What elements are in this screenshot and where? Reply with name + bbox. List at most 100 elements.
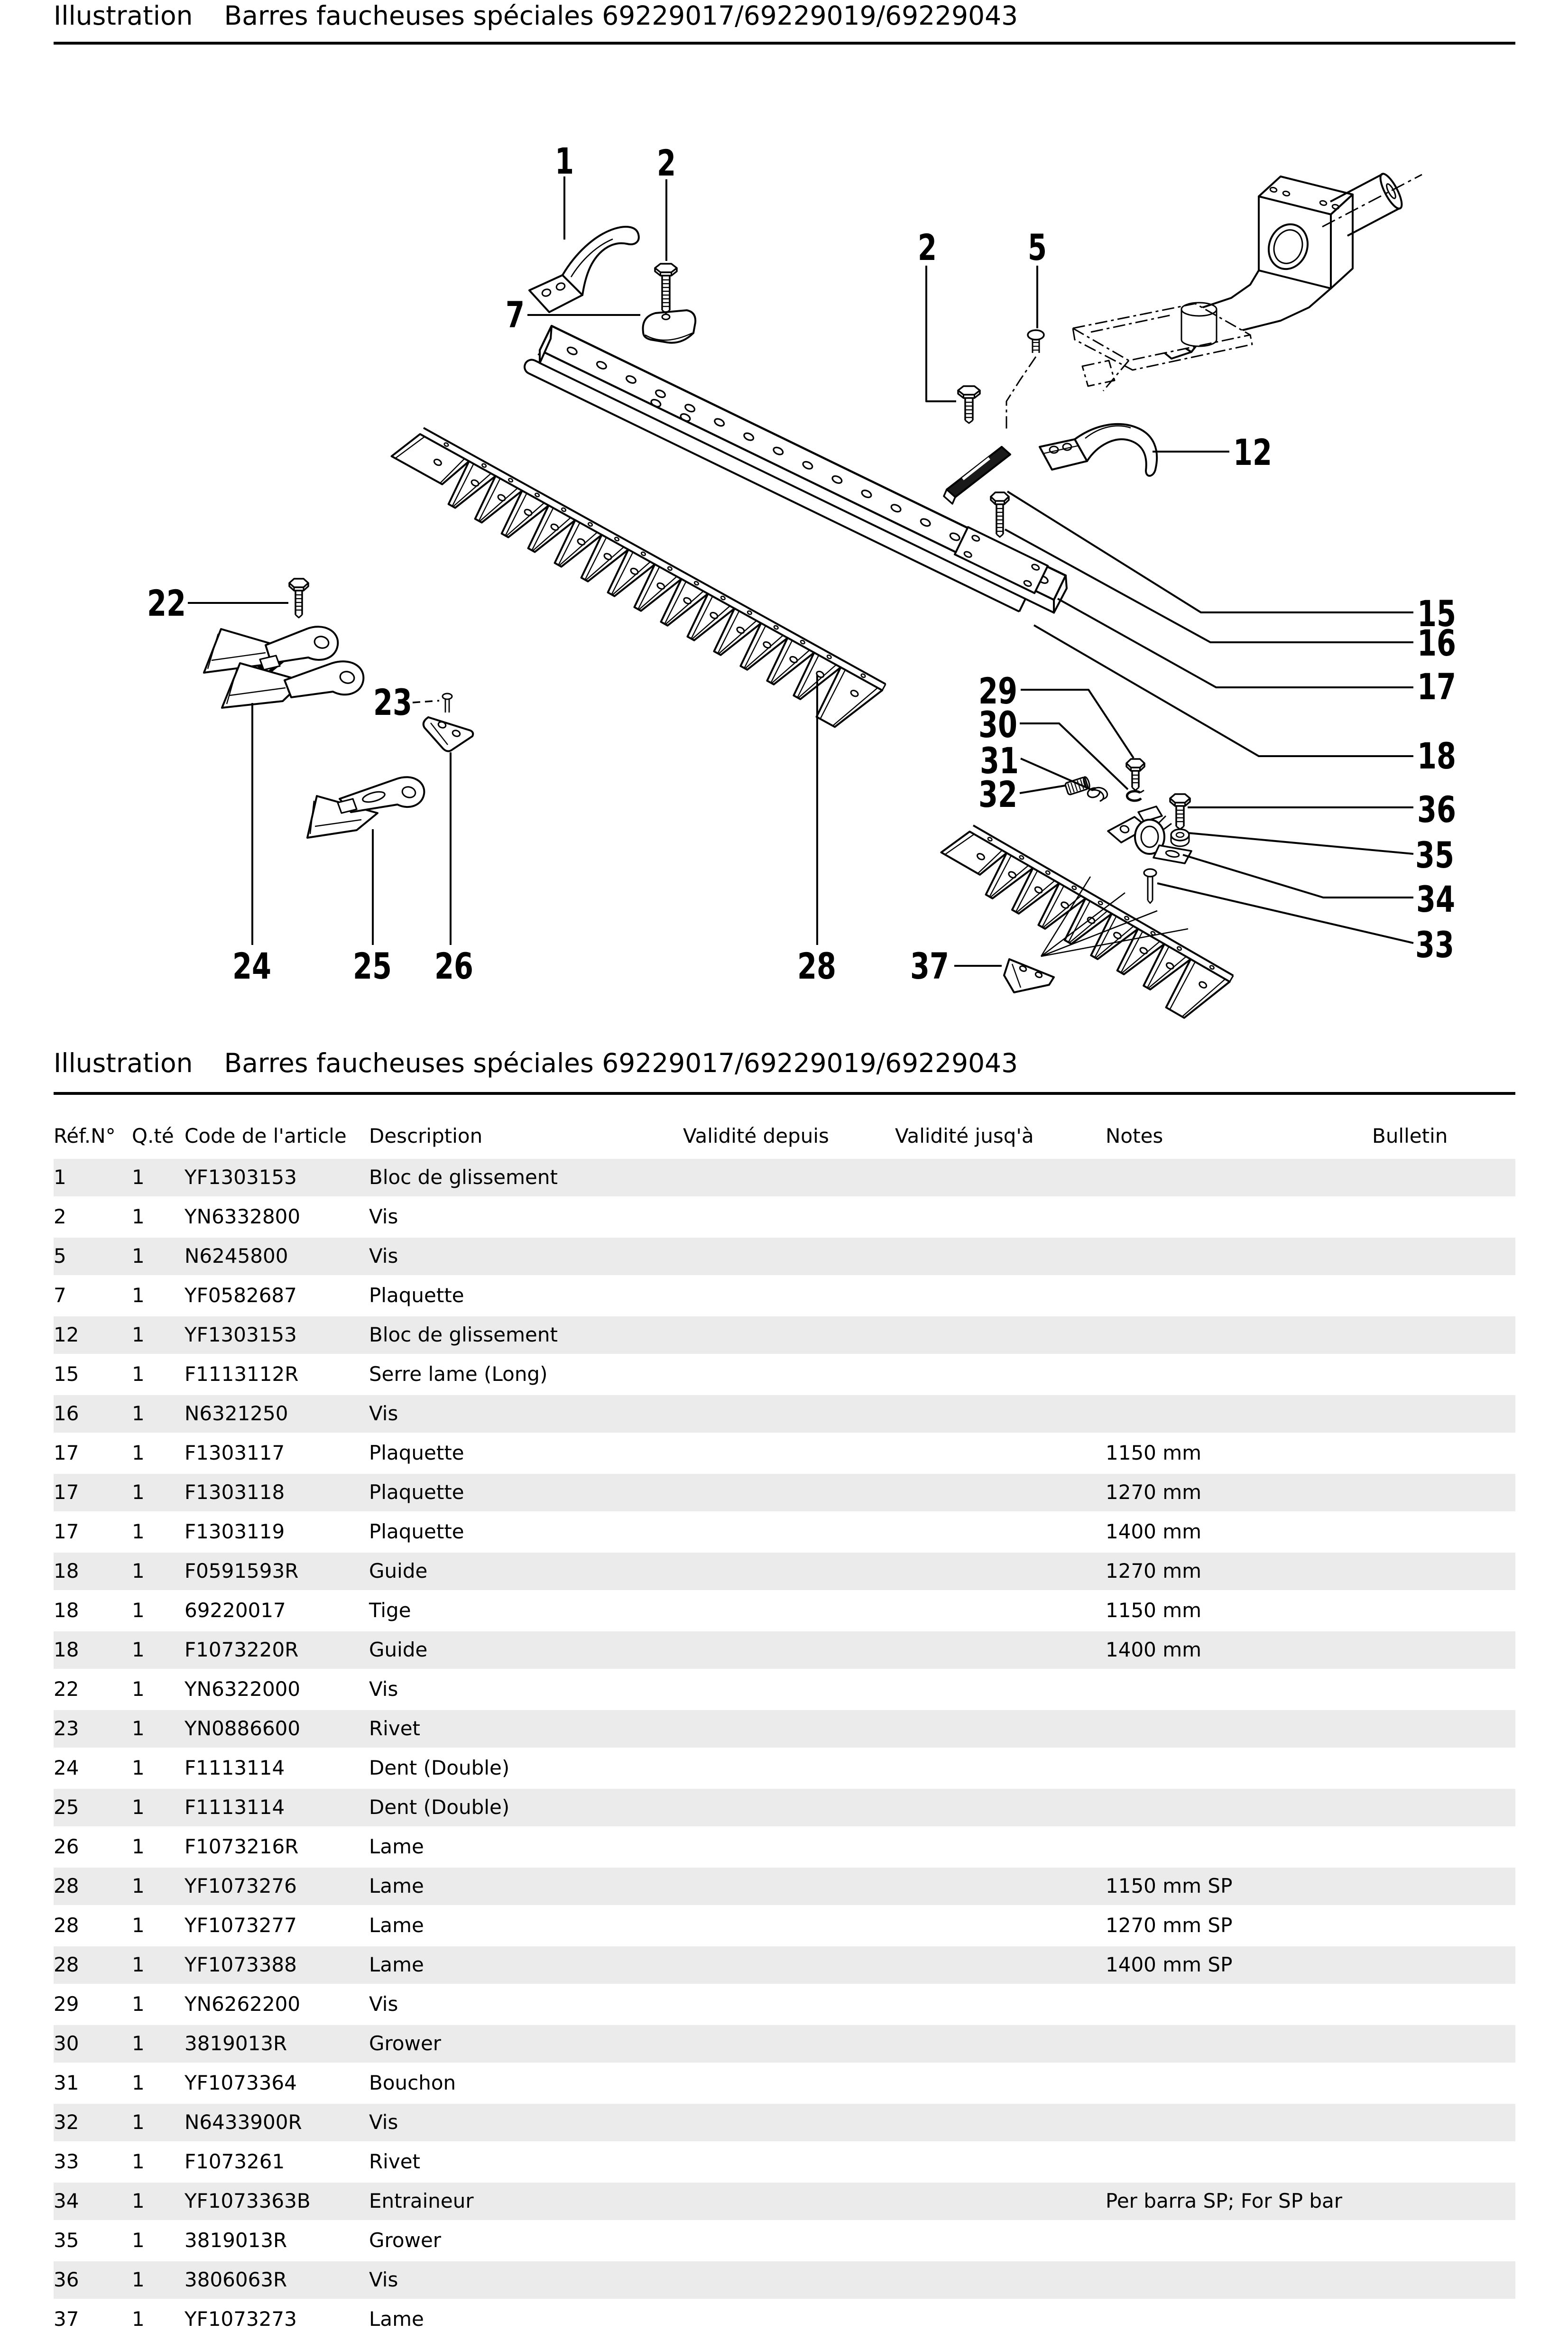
cell-code: F1113114 — [184, 1795, 285, 1819]
part-knife-37-rivet-hole — [1209, 965, 1215, 970]
bar-left-end — [539, 325, 553, 364]
cell-qty: 1 — [132, 2071, 145, 2094]
callout-1-label: 1 — [555, 140, 574, 182]
cell-ref: 24 — [54, 1756, 79, 1779]
cell-qty: 1 — [132, 1717, 145, 1740]
cell-ref: 16 — [54, 1402, 79, 1425]
part-vis-2b — [957, 385, 981, 424]
cell-ref: 33 — [54, 2150, 79, 2173]
callout-28-label: 28 — [797, 945, 836, 987]
part-lame-37 — [1003, 958, 1055, 993]
part-lame-26 — [422, 716, 474, 752]
part-knife-37-back-edge2 — [969, 831, 1230, 982]
leader-line — [1033, 624, 1413, 757]
part-grower-35 — [1170, 828, 1190, 847]
column-header-bulletin: Bulletin — [1372, 1124, 1448, 1147]
vis32-thread — [1077, 780, 1081, 791]
part-knife-28-tooth-unit — [766, 637, 815, 685]
entraineur-hole — [1119, 825, 1130, 833]
cell-qty: 1 — [132, 1914, 145, 1937]
part-bloc-1 — [528, 226, 640, 313]
part-knife-37-tooth-unit — [1090, 913, 1139, 960]
lame26-hole — [452, 730, 461, 737]
cell-code: F1303117 — [184, 1441, 285, 1464]
cell-description: Dent (Double) — [369, 1756, 510, 1779]
table-row: 16 1 N6321250 Vis — [0, 1395, 1568, 1434]
table-row: 34 1 YF1073363B Entraineur Per barra SP;… — [0, 2182, 1568, 2221]
cell-code: 3806063R — [184, 2268, 287, 2291]
part-knife-37-section-hole — [977, 853, 985, 861]
table-row: 23 1 YN0886600 Rivet — [0, 1710, 1568, 1749]
part-vis-2b-head-rim — [957, 390, 981, 399]
cell-ref: 17 — [54, 1481, 79, 1504]
cell-description: Serre lame (Long) — [369, 1362, 548, 1386]
part-knife-28-tooth-unit — [686, 592, 736, 641]
cell-description: Bloc de glissement — [369, 1166, 558, 1189]
shoe-arm-edge — [1171, 269, 1260, 315]
cell-description: Vis — [369, 2268, 398, 2291]
dent24-bevel — [211, 652, 266, 661]
bar-hole — [890, 504, 902, 513]
part-knife-37-rivet-hole — [1019, 855, 1024, 860]
part-vis-22-head-rim — [288, 583, 309, 592]
cell-ref: 18 — [54, 1599, 79, 1622]
table-row: 15 1 F1113112R Serre lame (Long) — [0, 1355, 1568, 1395]
callout-17-label: 17 — [1417, 666, 1456, 708]
plaquette-hole — [1031, 564, 1040, 571]
table-row: 17 1 F1303117 Plaquette 1150 mm — [0, 1434, 1568, 1473]
cell-description: Tige — [369, 1599, 411, 1622]
part-knife-28-rivet-hole — [481, 463, 487, 468]
callout-34-label: 34 — [1416, 878, 1455, 920]
bloc1-hole — [555, 282, 566, 291]
cell-code: N6433900R — [184, 2110, 302, 2134]
part-knife-37 — [940, 824, 1234, 1019]
part-vis-22-head — [288, 578, 309, 588]
cell-ref: 23 — [54, 1717, 79, 1740]
cell-qty: 1 — [132, 1638, 145, 1661]
lame37-hole — [1034, 972, 1043, 978]
diagram-line — [1020, 758, 1093, 791]
bar-plaquette — [954, 526, 1049, 594]
lame37-bevel — [1011, 963, 1022, 988]
cell-description: Plaquette — [369, 1520, 464, 1543]
bar-hole — [650, 398, 662, 407]
part-knife-37-bevel — [1169, 961, 1196, 1010]
part-knife-37-tooth-unit — [1063, 898, 1113, 945]
part-vis-16-head-rim — [990, 497, 1010, 505]
dent25-arm — [339, 776, 425, 813]
fan-line — [1041, 910, 1158, 957]
cell-qty: 1 — [132, 1992, 145, 2016]
lame37-body — [1003, 958, 1055, 993]
callout-2-label: 2 — [657, 142, 676, 184]
cell-description: Vis — [369, 1402, 398, 1425]
part-knife-37-tooth-unit — [1011, 867, 1061, 915]
cell-description: Grower — [369, 2229, 442, 2252]
part-vis-2a — [654, 263, 678, 314]
phantom-boss — [1181, 302, 1218, 317]
vis32-thread — [1070, 782, 1075, 793]
bar-side-face — [539, 349, 1055, 614]
part-vis-2a-head-rim — [654, 268, 678, 277]
fan-leaders — [1040, 876, 1189, 957]
callout-26-label: 26 — [434, 945, 473, 987]
part-knife-37-tooth — [985, 852, 1034, 899]
cell-notes: 1400 mm — [1106, 1638, 1202, 1661]
fan-line — [1040, 876, 1091, 957]
phantom-leader — [1005, 356, 1037, 431]
part-plaquette-7 — [642, 309, 697, 344]
callout-23-label: 23 — [373, 681, 412, 723]
leader-lines — [188, 176, 1414, 967]
part-bar-assembly — [524, 324, 1068, 614]
part-knife-28-section-hole — [850, 690, 859, 697]
phantom-bracket — [1081, 360, 1116, 387]
dent24-boss — [259, 655, 281, 671]
leader-line — [1020, 722, 1129, 790]
part-knife-28-rivet-hole — [860, 673, 866, 678]
rail-line — [537, 353, 1044, 601]
guide-strip-edge — [534, 360, 1026, 600]
callout-36-label: 36 — [1417, 788, 1456, 831]
callout-2-label: 2 — [918, 226, 937, 268]
washer35-bottom — [1170, 840, 1190, 847]
phantom-leader — [1102, 360, 1130, 391]
